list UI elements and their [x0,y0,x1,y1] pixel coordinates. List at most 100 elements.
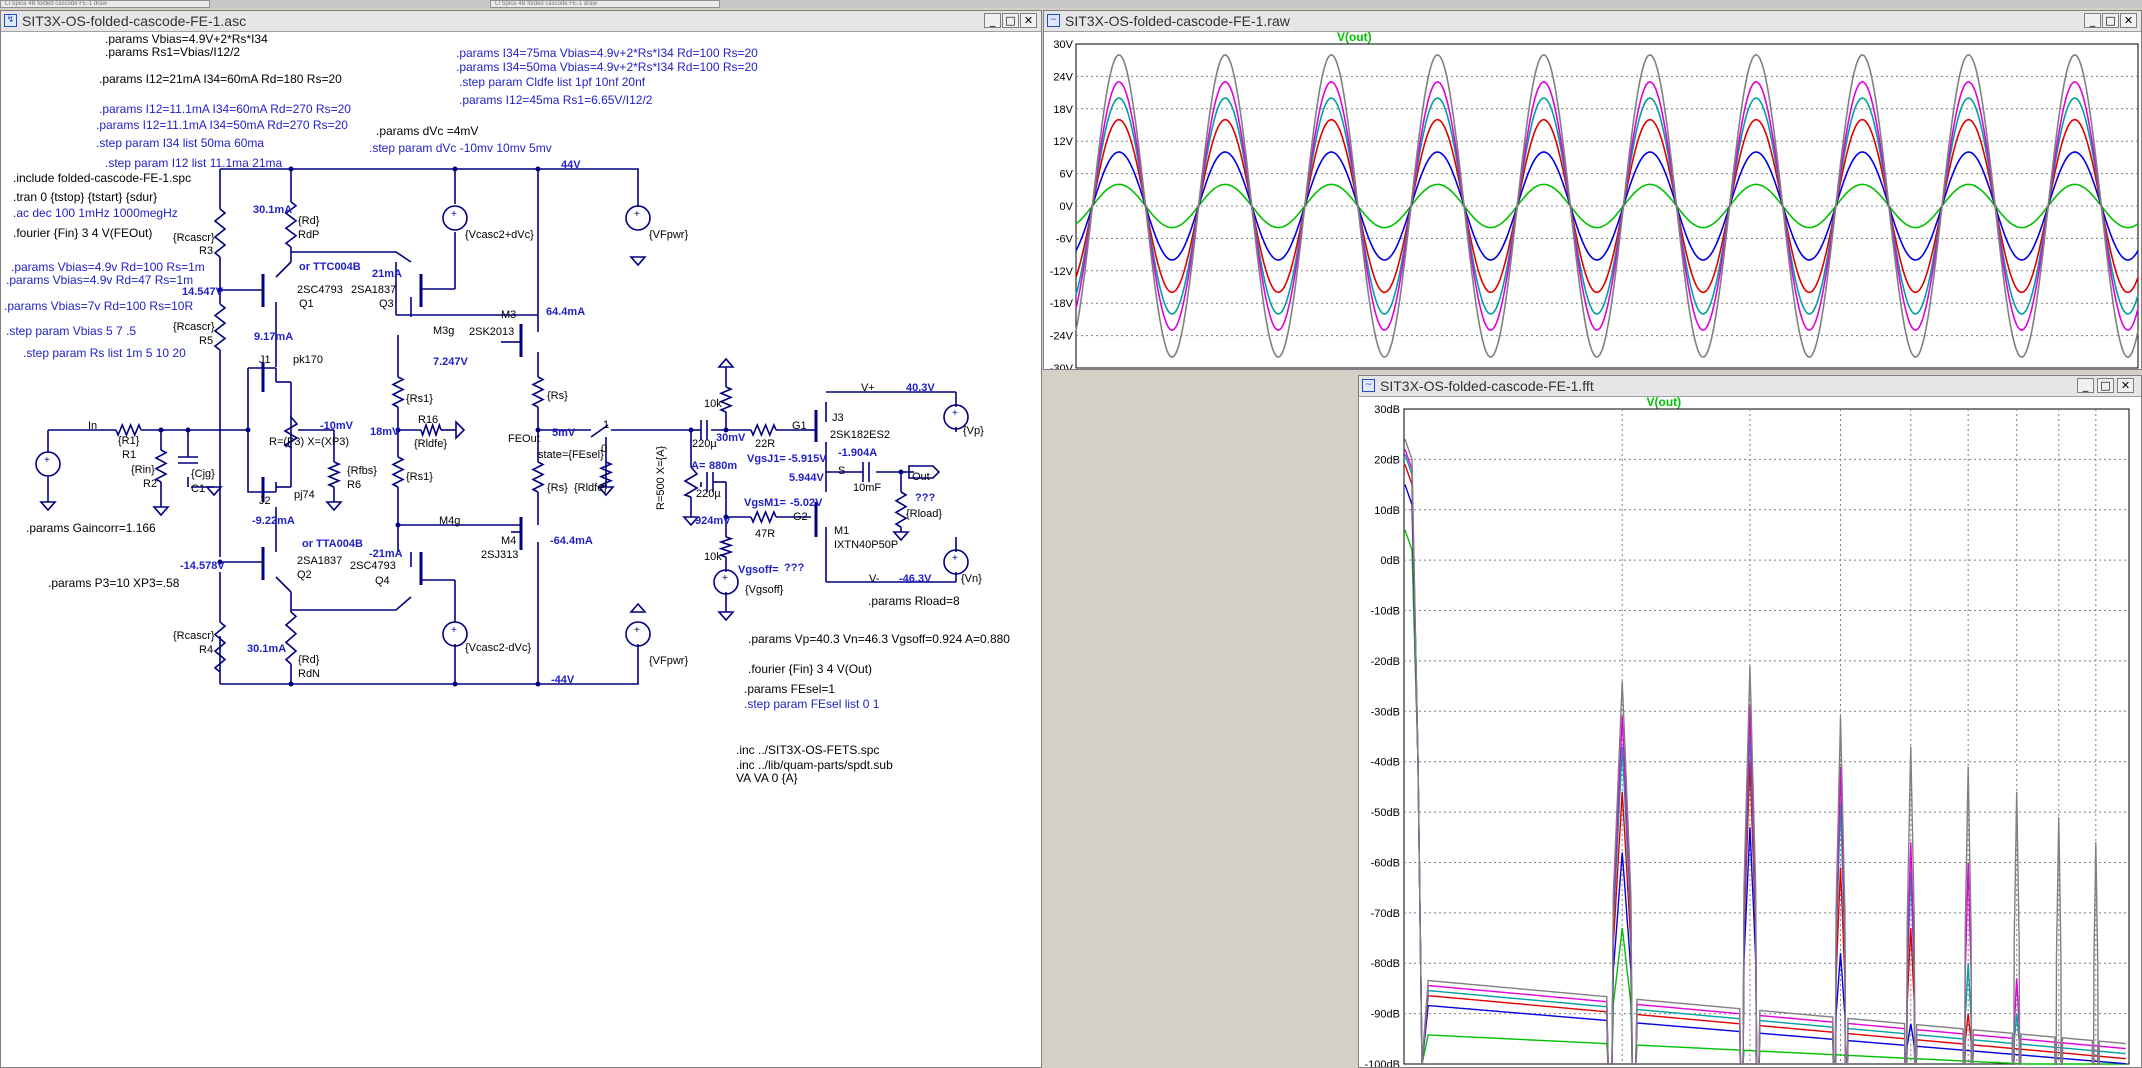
schematic-label: {Rcascr} [173,630,215,642]
voltage-source[interactable] [943,404,969,430]
resistor[interactable] [531,376,545,408]
schematic-drawing[interactable]: ++++++++ .params Vbias=4.9V+2*Rs*I34.par… [1,32,1041,1068]
spice-directive[interactable]: .fourier {Fin} 3 4 V(Out) [748,662,872,676]
spectrum-trace[interactable] [1404,529,2126,1065]
transient-chart[interactable]: 30V24V18V12V6V0V-6V-12V-18V-24V-30VV(out… [1044,30,2141,369]
resistor[interactable] [750,422,777,438]
fft-chart[interactable]: 30dB20dB10dB0dB-10dB-20dB-30dB-40dB-50dB… [1359,395,2141,1067]
spice-directive[interactable]: .step param I12 list 11.1ma 21ma [105,156,283,170]
maximize-button[interactable]: □ [2102,13,2119,28]
voltage-source[interactable] [35,451,61,477]
schematic-canvas[interactable]: ++++++++ .params Vbias=4.9V+2*Rs*I34.par… [1,32,1041,1067]
spice-directive[interactable]: .params Gaincorr=1.166 [26,521,156,535]
resistor[interactable] [326,461,342,488]
resistor[interactable] [718,536,734,558]
spice-directive[interactable]: .params Rs1=Vbias/I12/2 [105,45,240,59]
resistor[interactable] [213,621,227,673]
maximize-button[interactable]: □ [1002,13,1019,28]
voltage-source[interactable] [442,205,468,231]
spice-directive[interactable]: .params P3=10 XP3=.58 [48,576,180,590]
trace-label[interactable]: V(out) [1647,395,1682,409]
spice-directive[interactable]: .params dVc =4mV [376,124,478,138]
spice-directive[interactable]: .params I12=11.1mA I34=50mA Rd=270 Rs=20 [96,118,348,132]
junction-dot [158,427,164,433]
spice-directive[interactable]: .params I34=75ma Vbias=4.9v+2*Rs*I34 Rd=… [456,46,758,60]
resistor[interactable] [115,422,142,438]
resistor[interactable] [391,456,405,488]
close-button[interactable]: ✕ [2117,378,2134,393]
spice-directive[interactable]: .step param I34 list 50ma 60ma [96,136,264,150]
spice-directive[interactable]: .params Vbias=4.9v Rd=47 Rs=1m [6,273,193,287]
resistor[interactable] [154,449,168,483]
spice-directive[interactable]: .params I12=11.1mA I34=60mA Rd=270 Rs=20 [99,102,351,116]
potentiometer[interactable] [283,414,299,449]
trace-label[interactable]: V(out) [1337,30,1372,44]
resistor[interactable] [391,376,405,408]
y-tick-label: -100dB [1365,1059,1400,1067]
spectrum-trace[interactable] [1404,454,2126,1065]
spice-directive[interactable]: .step param dVc -10mv 10mv 5mv [369,141,552,155]
raw-titlebar: ~ SIT3X-OS-folded-cascode-FE-1.raw _ □ ✕ [1044,11,2141,32]
voltage-source[interactable] [943,549,969,575]
spice-directive[interactable]: .params Rload=8 [868,594,960,608]
tab-folded-cascode-2[interactable]: LTSpice 4B folded cascode FE-1 draw [490,0,720,8]
close-button[interactable]: ✕ [2120,13,2137,28]
spice-directive[interactable]: .params Vbias=4.9v Rd=100 Rs=1m [11,260,205,274]
voltage-source[interactable] [713,569,739,595]
voltage-source[interactable] [625,621,651,647]
close-button[interactable]: ✕ [1020,13,1037,28]
resistor[interactable] [420,422,442,438]
spice-directive[interactable]: .params I34=50ma Vbias=4.9v+2*Rs*I34 Rd=… [456,60,758,74]
voltage-source[interactable] [625,205,651,231]
spice-directive[interactable]: .fourier {Fin} 3 4 V(FEOut) [13,226,152,240]
resistor[interactable] [284,611,298,665]
spice-directive[interactable]: .params Vbias=7v Rd=100 Rs=10R [4,299,193,313]
resistor[interactable] [718,386,734,413]
voltage-source[interactable] [442,621,468,647]
spectrum-trace[interactable] [1404,484,2126,1065]
spice-directive[interactable]: .step param Cldfe list 1pf 10nf 20nf [459,75,646,89]
spice-directive[interactable]: .params Vp=40.3 Vn=46.3 Vgsoff=0.924 A=0… [748,632,1010,646]
spectrum-trace[interactable] [1404,449,2126,1065]
spice-directive[interactable]: .params I12=21mA I34=60mA Rd=180 Rs=20 [99,72,342,86]
potentiometer[interactable] [683,466,699,498]
spice-directive[interactable]: .ac dec 100 1mHz 1000megHz [13,206,178,220]
schematic-label: pk170 [293,354,323,366]
minimize-button[interactable]: _ [2077,378,2094,393]
resistor[interactable] [284,201,298,248]
spectrum-trace[interactable] [1404,464,2127,1065]
spice-directive[interactable]: .step param Rs list 1m 5 10 20 [23,346,186,360]
schematic-label: {Vp} [963,425,984,437]
spice-directive[interactable]: .step param FEsel list 0 1 [744,697,880,711]
junction-dot [452,681,458,687]
resistor[interactable] [213,303,227,351]
resistor[interactable] [531,461,545,493]
spice-directive[interactable]: .step param Vbias 5 7 .5 [6,324,136,338]
resistor[interactable] [213,208,227,258]
spice-directive[interactable]: VA VA 0 {A} [736,771,798,785]
spdt-switch[interactable] [590,424,609,438]
schematic-label: M3 [501,309,516,321]
spectrum-trace[interactable] [1404,439,2126,1065]
spice-directive[interactable]: .params Vbias=4.9V+2*Rs*I34 [105,32,268,46]
spice-directive[interactable]: .params FEsel=1 [744,682,835,696]
spice-directive[interactable]: .inc ../SIT3X-OS-FETS.spc [736,743,879,757]
spice-directive[interactable]: .params I12=45ma Rs1=6.65V/I12/2 [459,93,653,107]
source-plus: + [44,455,50,466]
spice-directive[interactable]: .tran 0 {tstop} {tstart} {sdur} [13,190,157,204]
waveform-trace[interactable] [1075,53,2139,359]
spice-directive[interactable]: .inc ../lib/quam-parts/spdt.sub [736,758,893,772]
resistor[interactable] [750,509,777,525]
spice-directive[interactable]: .include folded-cascode-FE-1.spc [13,171,191,185]
maximize-button[interactable]: □ [2097,378,2114,393]
minimize-button[interactable]: _ [984,13,1001,28]
resistor[interactable] [598,461,614,488]
fft-title: SIT3X-OS-folded-cascode-FE-1.fft [1380,378,1594,394]
source-plus: + [451,209,457,220]
tab-folded-cascode-1[interactable]: LTSpice 4B folded cascode FE-1 draw [0,0,210,8]
minimize-button[interactable]: _ [2084,13,2101,28]
resistor[interactable] [894,491,908,528]
schematic-label: RdN [298,668,320,680]
